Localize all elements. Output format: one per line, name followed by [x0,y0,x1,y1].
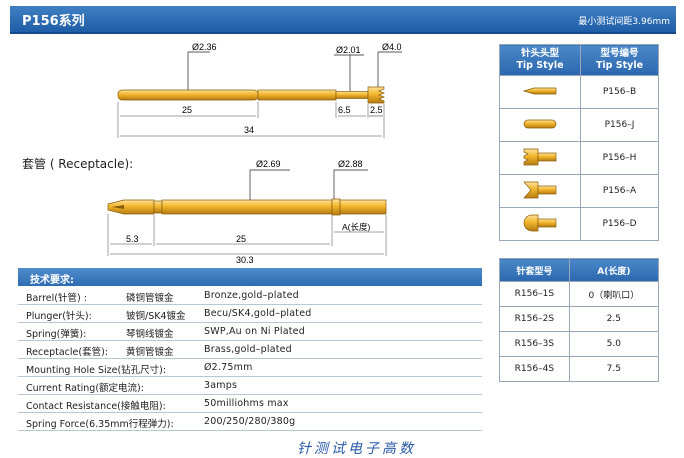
min-pitch-note: 最小测试间距3.96mm [578,17,670,27]
table-row: P156–J [499,108,659,142]
probe-len-b: 6.5 [338,105,351,115]
spec-row: Spring Force(6.35mm行程弹力):200/250/280/380… [18,413,482,431]
rec-dia-1: Ø2.69 [256,159,281,169]
tip-code: P156–H [580,141,659,175]
probe-dia-2: Ø2.01 [336,45,361,55]
crown-tip-icon [523,148,557,165]
probe-dia-3: Ø4.0 [382,42,402,52]
tip-code: P156–A [580,174,659,208]
probe-dia-1: Ø2.36 [192,42,217,52]
tip-code: P156–D [580,207,659,241]
rec-len-a: 5.3 [126,234,139,244]
probe-len-c: 2.5 [370,105,383,115]
header-bar [10,6,676,34]
rec-len-c: A(长度) [342,222,371,232]
rec-total: 30.3 [236,255,254,265]
tip-code: P156–J [580,108,659,142]
flat-tip-icon [523,119,557,128]
table-row: P156–B [499,75,659,109]
rec-len-b: 25 [236,234,246,244]
model-col-header: 针套型号 [499,258,570,282]
round-tip-icon [523,214,557,231]
probe-drawing: Ø2.36 Ø2.01 Ø4.0 25 6.5 2.5 34 [117,42,402,138]
tip-code: P156–B [580,75,659,109]
table-row: P156–D [499,207,659,241]
spec-row: Contact Resistance(接触电阻):50milliohms max [18,395,482,413]
page-title: P156系列 [22,14,85,29]
footer-text: 针测试电子高数 [297,441,416,457]
probe-total: 34 [244,125,254,135]
spec-row: Mounting Hole Size(钻孔尺寸):Ø2.75mm [18,359,482,377]
probe-len-a: 25 [182,105,192,115]
spec-heading: 技术要求: [18,268,482,286]
receptacle-label: 套管 ( Receptacle): [22,157,134,171]
rec-dia-2: Ø2.88 [338,159,363,169]
cone-tip-icon [522,87,557,94]
spec-row: Current Rating(额定电流):3amps [18,377,482,395]
length-col-header: A(长度) [568,258,660,282]
receptacle-drawing: Ø2.69 Ø2.88 5.3 25 A(长度) 30.3 [107,159,387,265]
table-row: P156–H [499,141,659,175]
table-row: P156–A [499,174,659,208]
concave-tip-icon [523,181,557,198]
